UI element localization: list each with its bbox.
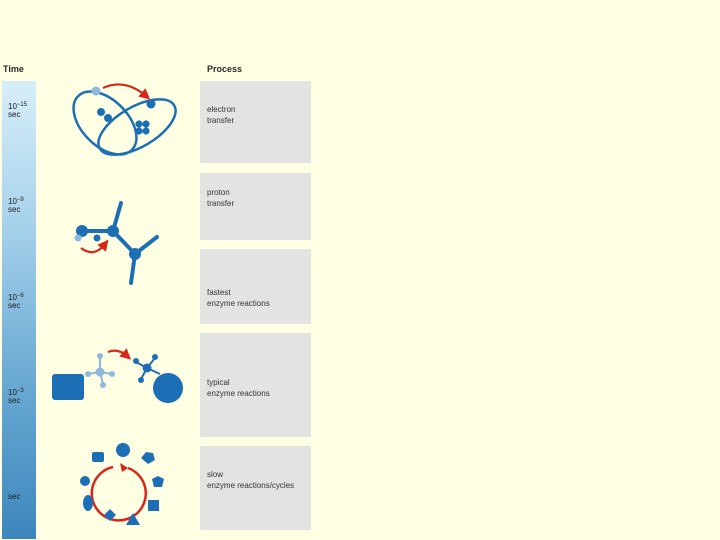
- process-box: [200, 249, 311, 324]
- time-label: sec: [8, 492, 21, 501]
- process-box: [200, 446, 311, 530]
- slow-cycle-icon: [80, 443, 164, 525]
- electron-transfer-icon: [72, 83, 177, 156]
- process-label: slow enzyme reactions/cycles: [207, 470, 295, 490]
- process-box: [200, 333, 311, 437]
- process-box: [200, 173, 311, 240]
- process-box: [200, 81, 311, 163]
- typical-enzyme-icon: [52, 348, 183, 403]
- process-header: Process: [207, 64, 243, 74]
- process-label: fastest enzyme reactions: [207, 288, 270, 308]
- process-label: typical enzyme reactions: [207, 378, 270, 398]
- process-label: proton transfer: [207, 188, 235, 208]
- time-scale-bar: [2, 81, 36, 539]
- process-label: electron transfer: [207, 105, 236, 125]
- proton-transfer-icon: [74, 201, 159, 285]
- time-header: Time: [3, 64, 24, 74]
